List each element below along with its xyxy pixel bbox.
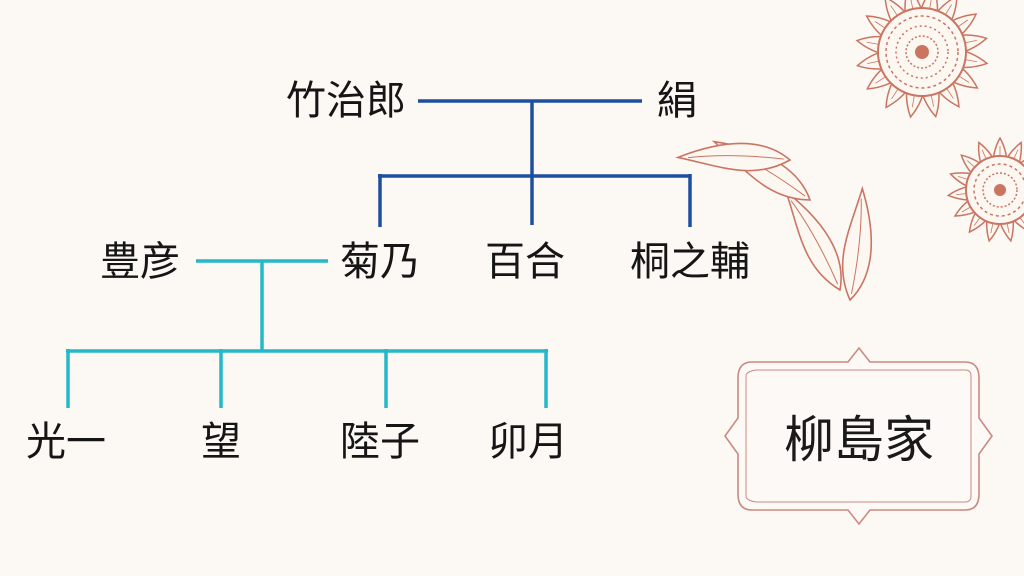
person-gen2-child-3: 桐之輔 bbox=[630, 239, 750, 285]
person-gen2-child-2: 百合 bbox=[485, 239, 565, 285]
person-gen3-child-4: 卯月 bbox=[488, 419, 568, 465]
person-gen2-child-1: 菊乃 bbox=[340, 239, 420, 285]
person-gen3-child-3: 陸子 bbox=[340, 419, 420, 465]
family-title: 柳島家 bbox=[784, 411, 934, 469]
sunflower-small bbox=[946, 137, 1024, 244]
person-gen2-spouse: 豊彦 bbox=[100, 239, 180, 285]
person-gen1-husband: 竹治郎 bbox=[286, 78, 406, 124]
gen1-connectors bbox=[378, 99, 692, 227]
person-gen3-child-1: 光一 bbox=[26, 419, 106, 465]
gen2-connectors bbox=[66, 259, 548, 408]
person-gen1-wife: 絹 bbox=[657, 78, 697, 124]
sunflower-large bbox=[854, 0, 990, 120]
person-gen3-child-2: 望 bbox=[201, 419, 241, 465]
